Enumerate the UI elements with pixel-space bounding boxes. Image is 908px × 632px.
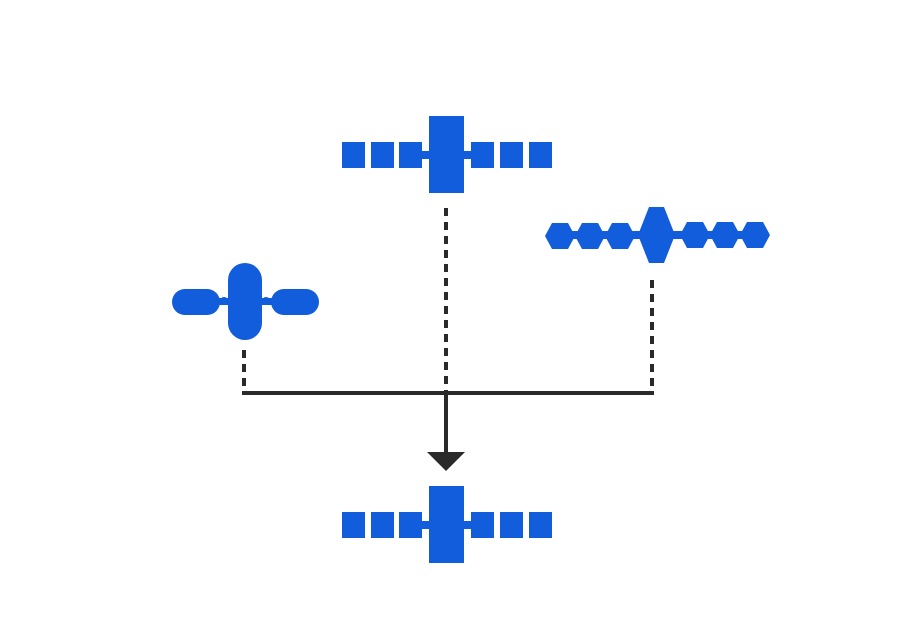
satellite-hexagon-icon bbox=[545, 207, 770, 263]
satellite-rounded-icon bbox=[172, 263, 319, 340]
satellite-top-icon bbox=[342, 116, 552, 193]
satellite-result-icon bbox=[342, 486, 552, 563]
arrow-down-icon bbox=[427, 452, 465, 471]
